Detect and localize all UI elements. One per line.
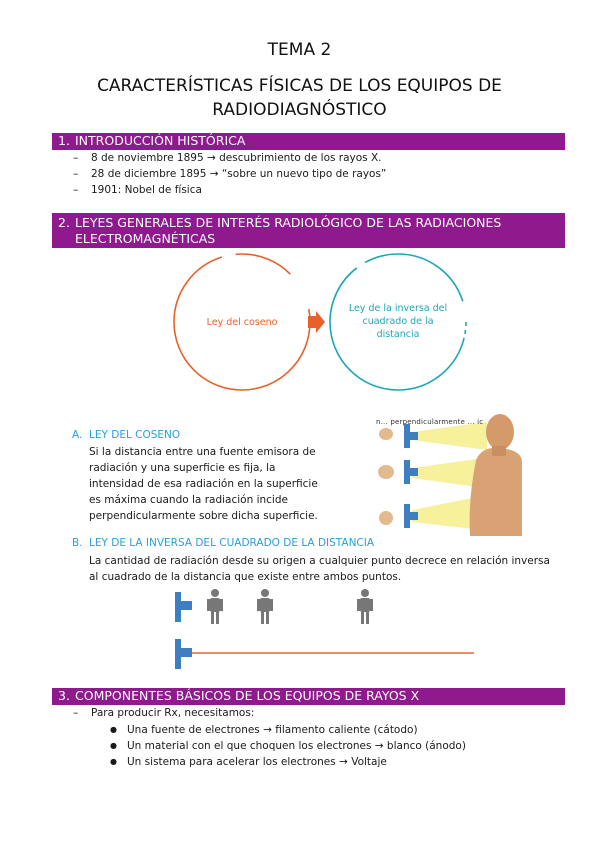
inverse-law-label-line: Ley de la inversa del [348, 303, 448, 314]
cosine-law-label: Ley del coseno [206, 317, 278, 328]
subsection-title: LEY DE LA INVERSA DEL CUADRADO DE LA DIS… [89, 537, 375, 549]
list-item: Una fuente de electrones → filamento cal… [108, 722, 466, 738]
text-line: perpendicularmente sobre dicha superfici… [89, 510, 318, 522]
text-line: intensidad de esa radiación en la superf… [89, 478, 318, 490]
person-icon [257, 589, 273, 624]
cosine-law-text: Si la distancia entre una fuente emisora… [89, 444, 334, 524]
section-number: 2. [58, 215, 70, 230]
cosine-law-illustration: n... perpendicularmente ... ic [372, 410, 522, 536]
list-item: Para producir Rx, necesitamos: [73, 705, 254, 721]
text-line: al cuadrado de la distancia que existe e… [89, 571, 402, 583]
torso-shape [469, 447, 522, 536]
topic-number: TEMA 2 [267, 40, 332, 60]
xray-tube-icon [404, 424, 418, 528]
list-item: 1901: Nobel de física [73, 182, 386, 198]
section-intro-heading: 1. INTRODUCCIÓN HISTÓRICA [52, 133, 565, 150]
head-shape [486, 414, 514, 450]
document-title-line1: CARACTERÍSTICAS FÍSICAS DE LOS EQUIPOS D… [97, 76, 502, 96]
beam-shape [412, 422, 487, 450]
intro-list: 8 de noviembre 1895 → descubrimiento de … [73, 150, 386, 198]
beam-shape [412, 496, 482, 530]
section-number: 1. [58, 133, 70, 148]
section-title: COMPONENTES BÁSICOS DE LOS EQUIPOS DE RA… [75, 688, 420, 703]
list-item: Un material con el que choquen los elect… [108, 738, 466, 754]
laws-diagram: Ley del coseno Ley de la inversa del cua… [150, 250, 470, 400]
section-laws-heading: 2. LEYES GENERALES DE INTERÉS RADIOLÓGICO… [52, 213, 565, 248]
section-title: LEYES GENERALES DE INTERÉS RADIOLÓGICO D… [75, 215, 502, 230]
section-number: 3. [58, 688, 70, 703]
cosine-law-heading: A. LEY DEL COSENO [72, 429, 180, 441]
subsection-title: LEY DEL COSENO [89, 429, 181, 441]
illustration-caption: n... perpendicularmente ... ic [376, 418, 484, 426]
inverse-law-heading: B. LEY DE LA INVERSA DEL CUADRADO DE LA D… [72, 537, 374, 549]
distance-beam-row [170, 636, 500, 676]
list-item: Un sistema para acelerar los electrones … [108, 754, 466, 770]
text-line: es máxima cuando la radiación incide [89, 494, 288, 506]
distance-figures-graphic [175, 589, 373, 624]
section-title: INTRODUCCIÓN HISTÓRICA [75, 133, 246, 148]
inverse-law-text: La cantidad de radiación desde su origen… [89, 553, 569, 585]
text-line: Si la distancia entre una fuente emisora… [89, 446, 316, 458]
text-line: La cantidad de radiación desde su origen… [89, 555, 550, 567]
xray-tube-icon [175, 639, 192, 669]
person-icon [357, 589, 373, 624]
inverse-law-label-line: distancia [376, 329, 420, 340]
subsection-letter: B. [72, 537, 83, 549]
inverse-law-label-line: cuadrado de la [362, 316, 434, 327]
laws-diagram-graphic [173, 253, 467, 391]
list-item: 8 de noviembre 1895 → descubrimiento de … [73, 150, 386, 166]
illustration-graphic [378, 414, 522, 536]
document-title-line2: RADIODIAGNÓSTICO [212, 100, 387, 120]
subsection-letter: A. [72, 429, 83, 441]
beam-shape [412, 458, 484, 488]
person-icon [207, 589, 223, 624]
text-line: radiación y una superficie es fija, la [89, 462, 276, 474]
distance-beam-graphic [175, 639, 474, 669]
hand-icon [378, 428, 394, 525]
section-components-heading: 3. COMPONENTES BÁSICOS DE LOS EQUIPOS DE … [52, 688, 565, 705]
components-list: Para producir Rx, necesitamos: [73, 705, 254, 721]
arrow-right-icon [308, 311, 325, 333]
inverse-circle [329, 253, 467, 391]
inverse-law-label: Ley de la inversa del cuadrado de la dis… [338, 302, 458, 341]
neck-shape [492, 446, 506, 456]
section-title-continued: ELECTROMAGNÉTICAS [75, 231, 216, 246]
list-item: 28 de diciembre 1895 → “sobre un nuevo t… [73, 166, 386, 182]
components-bullets: Una fuente de electrones → filamento cal… [108, 722, 466, 770]
xray-tube-icon [175, 592, 192, 622]
distance-figures-row [170, 588, 500, 628]
